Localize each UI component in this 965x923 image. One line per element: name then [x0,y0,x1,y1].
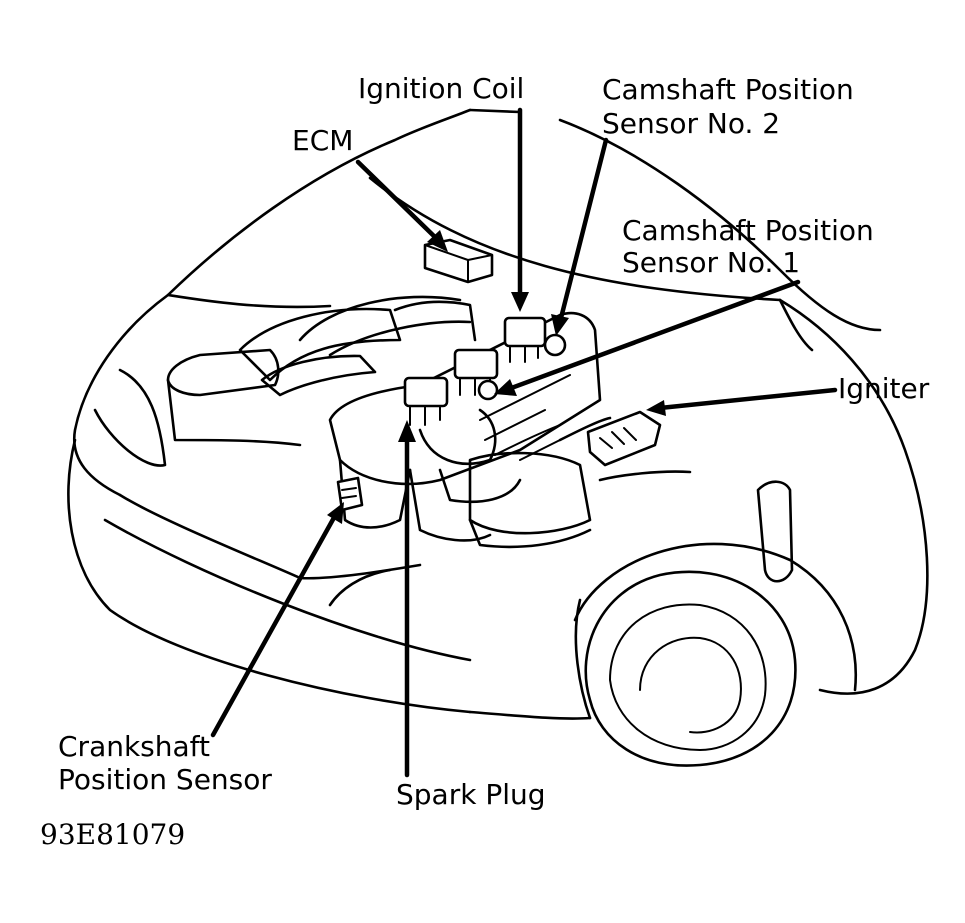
ecm-leader [355,159,441,243]
spark-plug-label: Spark Plug [396,778,546,811]
cam-sensor-1-leader [503,279,801,393]
cam-sensor-2-arrowhead [551,314,569,336]
cam-sensor-1-label-line1: Camshaft Position [622,214,874,247]
hood-outline [166,108,882,332]
figure-code: 93E81079 [40,818,186,851]
crankshaft-arrowhead [327,502,344,524]
cam-sensor-2-label-line1: Camshaft Position [602,73,854,106]
crankshaft-leader [210,511,339,738]
car-body-outline [67,293,929,767]
cam-sensor-2-leader [557,137,609,325]
crankshaft-label-line2: Position Sensor [58,763,272,796]
igniter-arrowhead [646,400,666,416]
cam-sensor-1-arrowhead [494,379,517,396]
cam-sensor-1-label-line2: Sensor No. 1 [622,246,801,279]
igniter-leader [657,387,838,411]
engine-parts [166,238,692,549]
crankshaft-label-line1: Crankshaft [58,730,211,763]
ecm-label: ECM [292,124,354,157]
leader-lines [210,107,838,778]
ignition-coil-label: Ignition Coil [358,72,525,105]
igniter-label: Igniter [838,372,930,405]
ecm-arrowhead [427,230,448,252]
ignition-coil-arrowhead [511,292,529,312]
cam-sensor-2-label-line2: Sensor No. 2 [602,107,781,140]
spark-plug-arrowhead [398,420,416,442]
